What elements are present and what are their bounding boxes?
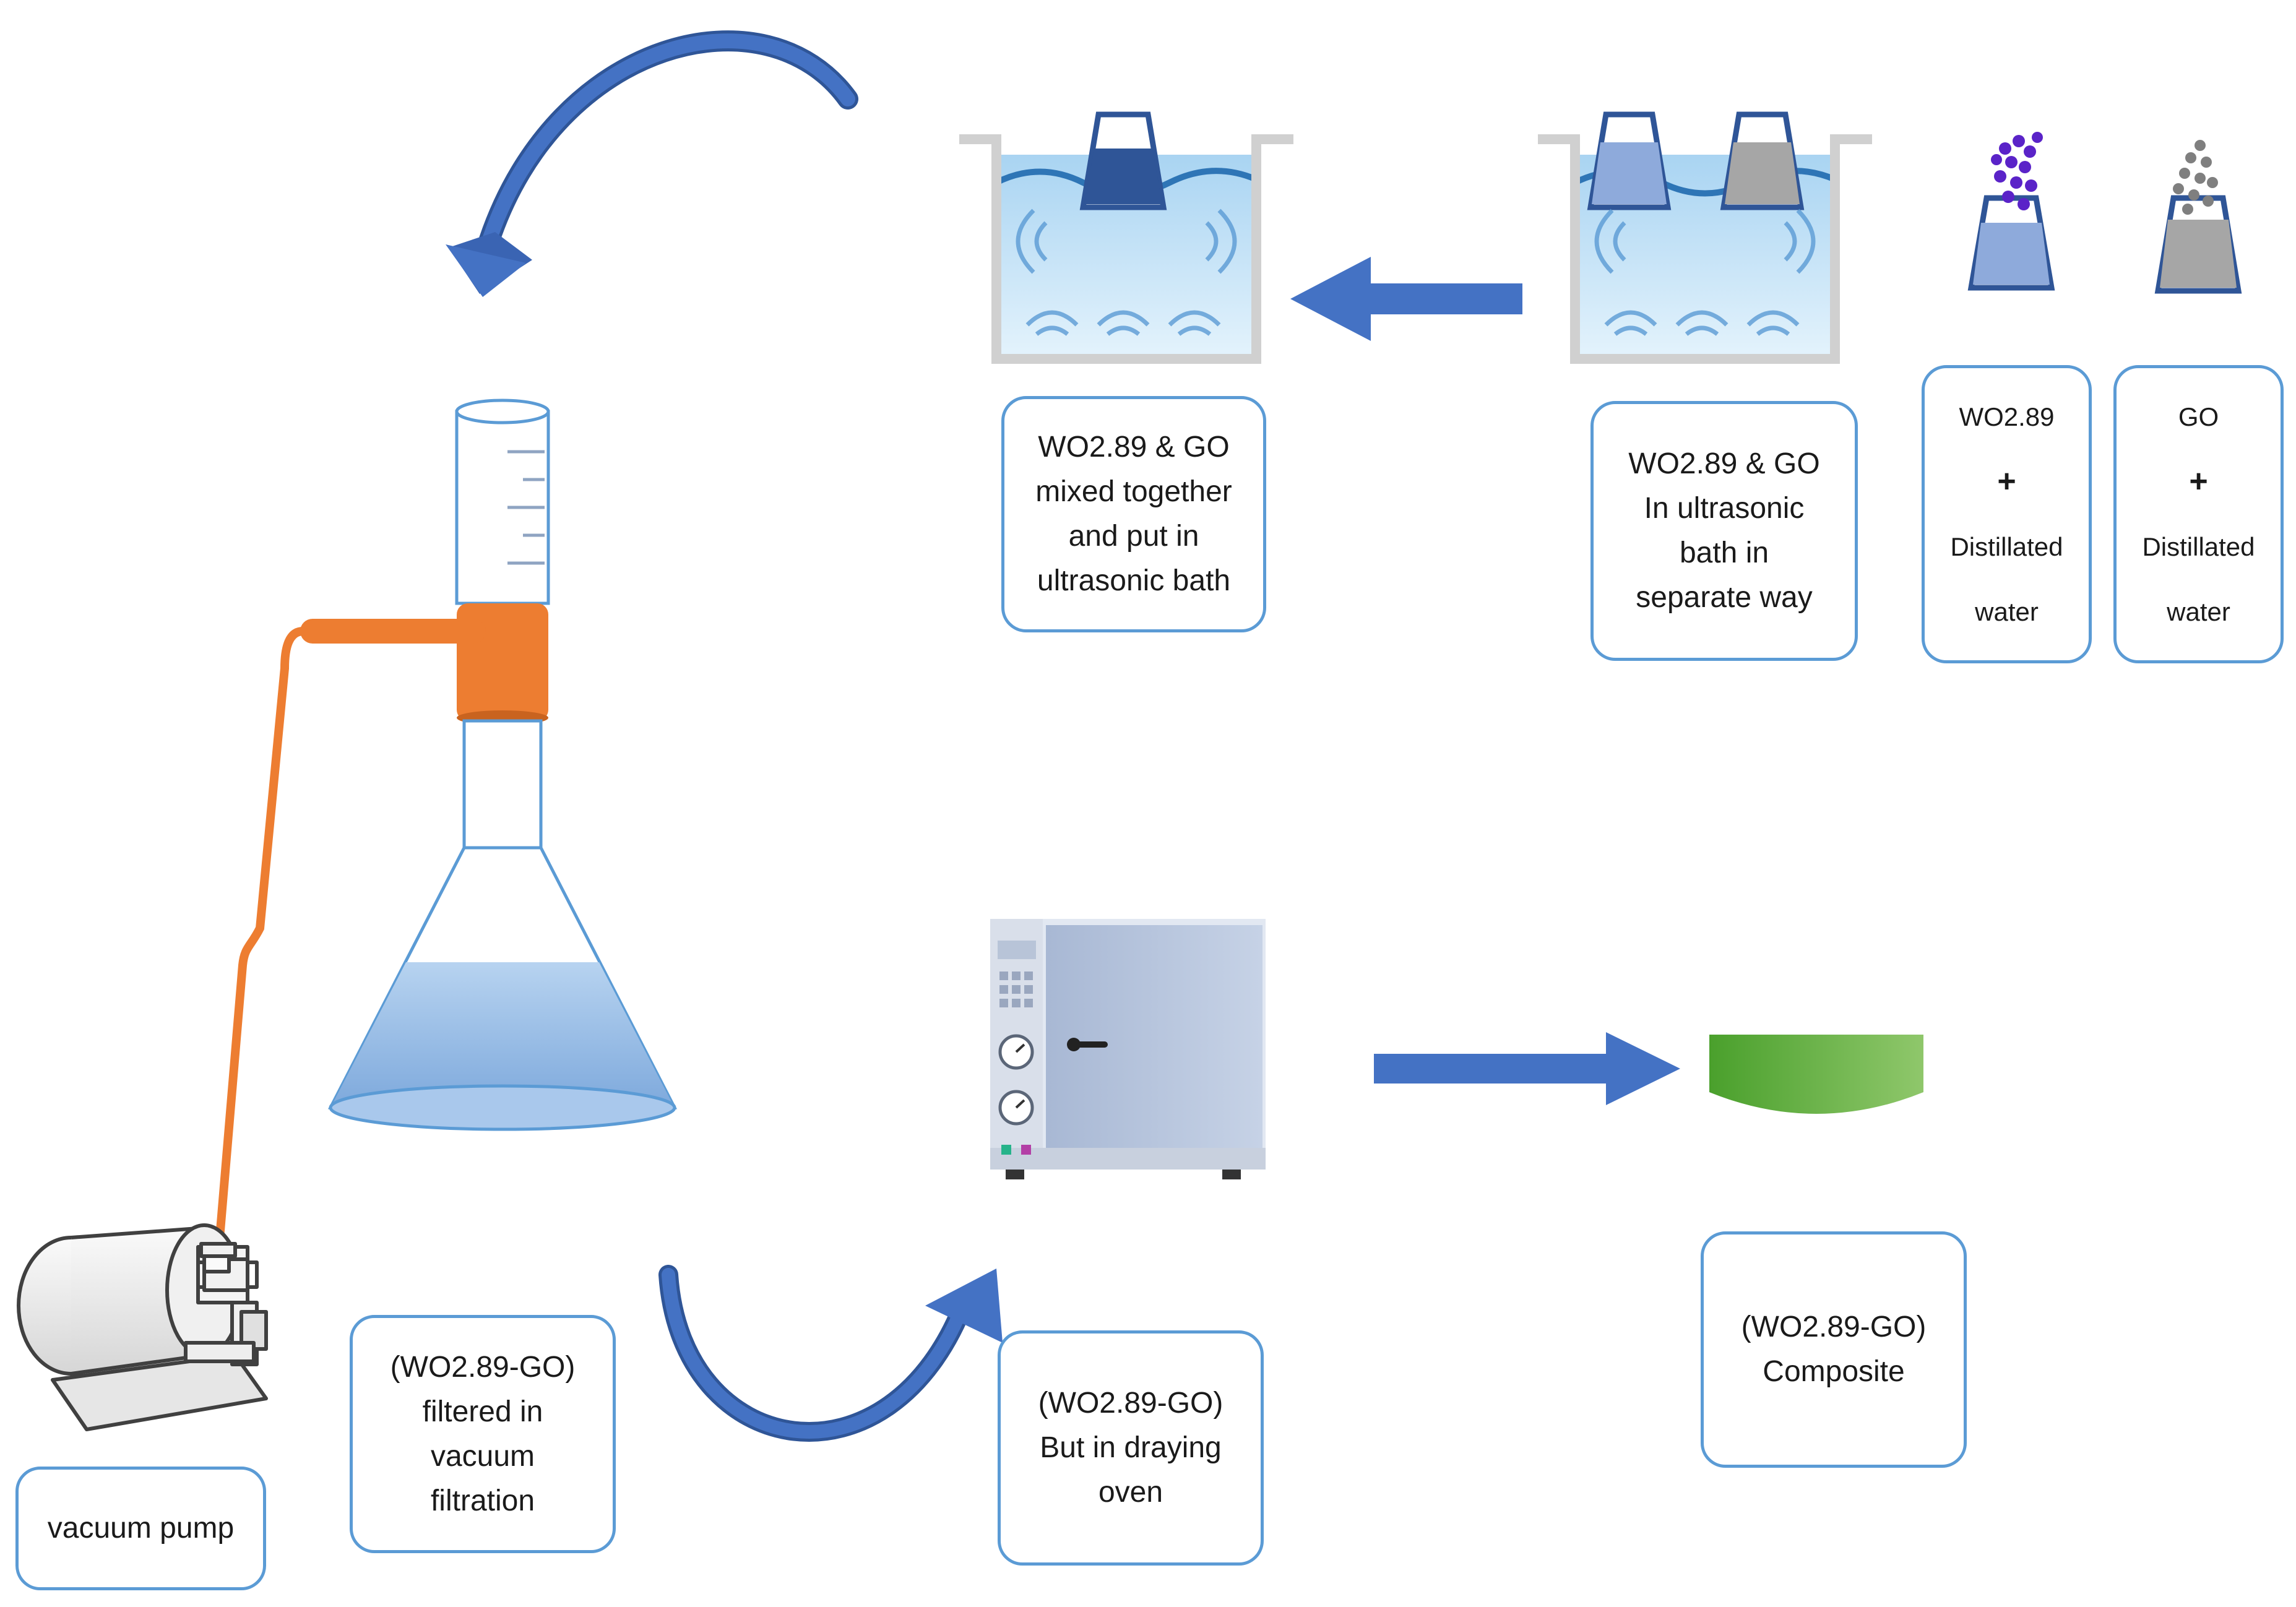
vacuum-pump-icon xyxy=(17,1223,268,1431)
straight-arrow-icon xyxy=(1290,257,1522,341)
curved-arrow-icon xyxy=(446,30,858,297)
filtration-label: (WO2.89-GO) filtered in vacuum filtratio… xyxy=(350,1315,616,1553)
straight-arrow-icon xyxy=(1374,1032,1680,1105)
beaker-icon xyxy=(2154,140,2242,294)
ultrasonic-bath-icon xyxy=(1538,111,1872,364)
drying-oven-icon xyxy=(990,919,1266,1179)
mixed-bath-label: WO2.89 & GO mixed together and put in ul… xyxy=(1001,396,1266,632)
go-water-label: GO + Distillated water xyxy=(2113,365,2284,663)
vacuum-pump-label: vacuum pump xyxy=(15,1467,266,1590)
vacuum-flask-icon xyxy=(300,399,678,1131)
curved-arrow-icon xyxy=(658,1265,1003,1442)
composite-dish-icon xyxy=(1709,1035,1923,1114)
beaker-icon xyxy=(1967,132,2055,291)
oven-label: (WO2.89-GO) But in draying oven xyxy=(998,1330,1264,1566)
wo-water-label: WO2.89 + Distillated water xyxy=(1922,365,2092,663)
separate-bath-label: WO2.89 & GO In ultrasonic bath in separa… xyxy=(1590,401,1858,661)
tubing-line xyxy=(212,627,308,1279)
composite-label: (WO2.89-GO) Composite xyxy=(1701,1231,1967,1468)
ultrasonic-bath-icon xyxy=(959,111,1293,364)
